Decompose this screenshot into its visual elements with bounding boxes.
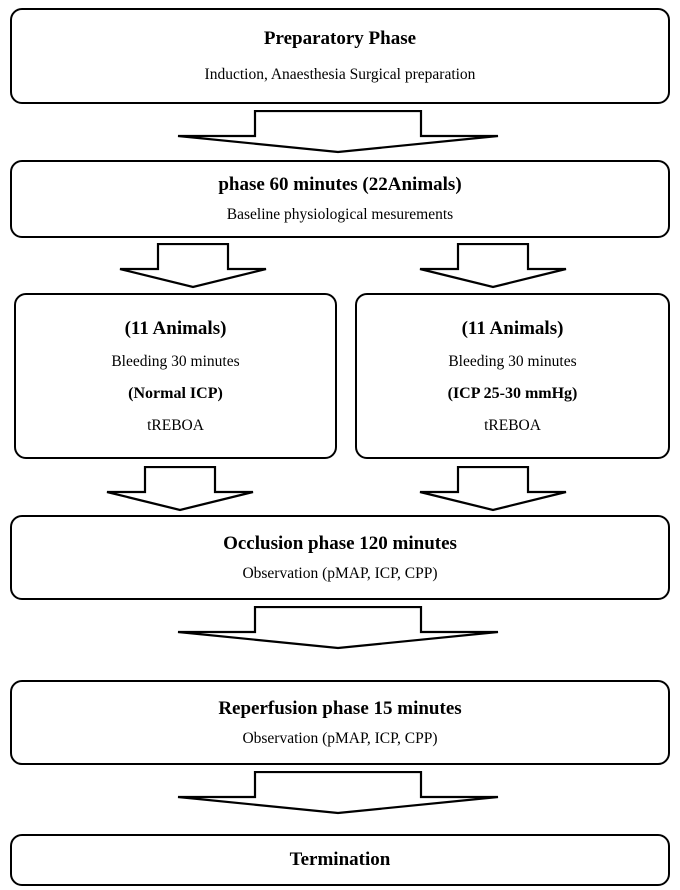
group-left-icp-condition: (Normal ICP) (128, 384, 223, 402)
node-group-normal-icp: (11 Animals) Bleeding 30 minutes (Normal… (14, 293, 337, 459)
preparatory-phase-subtitle: Induction, Anaesthesia Surgical preparat… (204, 66, 476, 84)
group-right-bleeding-duration: Bleeding 30 minutes (448, 353, 577, 371)
baseline-phase-title: phase 60 minutes (22Animals) (218, 174, 462, 196)
occlusion-phase-title: Occlusion phase 120 minutes (223, 532, 457, 554)
connector-prep-to-baseline-arrow (176, 110, 500, 154)
node-reperfusion-phase: Reperfusion phase 15 minutes Observation… (10, 680, 670, 765)
baseline-phase-subtitle: Baseline physiological mesurements (226, 206, 454, 224)
connector-baseline-to-left-group-arrow (118, 243, 268, 289)
preparatory-phase-title: Preparatory Phase (263, 28, 417, 50)
connector-baseline-to-right-group-arrow (418, 243, 568, 289)
termination-title: Termination (289, 849, 391, 871)
group-left-bleeding-duration: Bleeding 30 minutes (111, 353, 240, 371)
connector-right-group-to-occlusion-arrow (418, 466, 568, 512)
node-baseline-phase: phase 60 minutes (22Animals) Baseline ph… (10, 160, 670, 238)
connector-occlusion-to-reperfusion-arrow (176, 606, 500, 650)
reperfusion-phase-title: Reperfusion phase 15 minutes (218, 697, 462, 719)
connector-reperfusion-to-termination-arrow (176, 771, 500, 815)
group-right-intervention: tREBOA (484, 416, 541, 434)
reperfusion-phase-subtitle: Observation (pMAP, ICP, CPP) (242, 729, 438, 747)
occlusion-phase-subtitle: Observation (pMAP, ICP, CPP) (242, 564, 438, 582)
node-group-elevated-icp: (11 Animals) Bleeding 30 minutes (ICP 25… (355, 293, 670, 459)
node-preparatory-phase: Preparatory Phase Induction, Anaesthesia… (10, 8, 670, 104)
connector-left-group-to-occlusion-arrow (105, 466, 255, 512)
group-left-intervention: tREBOA (147, 416, 204, 434)
group-left-animal-count: (11 Animals) (124, 317, 227, 339)
group-right-icp-condition: (ICP 25-30 mmHg) (447, 384, 578, 402)
group-right-animal-count: (11 Animals) (461, 317, 564, 339)
node-termination: Termination (10, 834, 670, 886)
node-occlusion-phase: Occlusion phase 120 minutes Observation … (10, 515, 670, 600)
